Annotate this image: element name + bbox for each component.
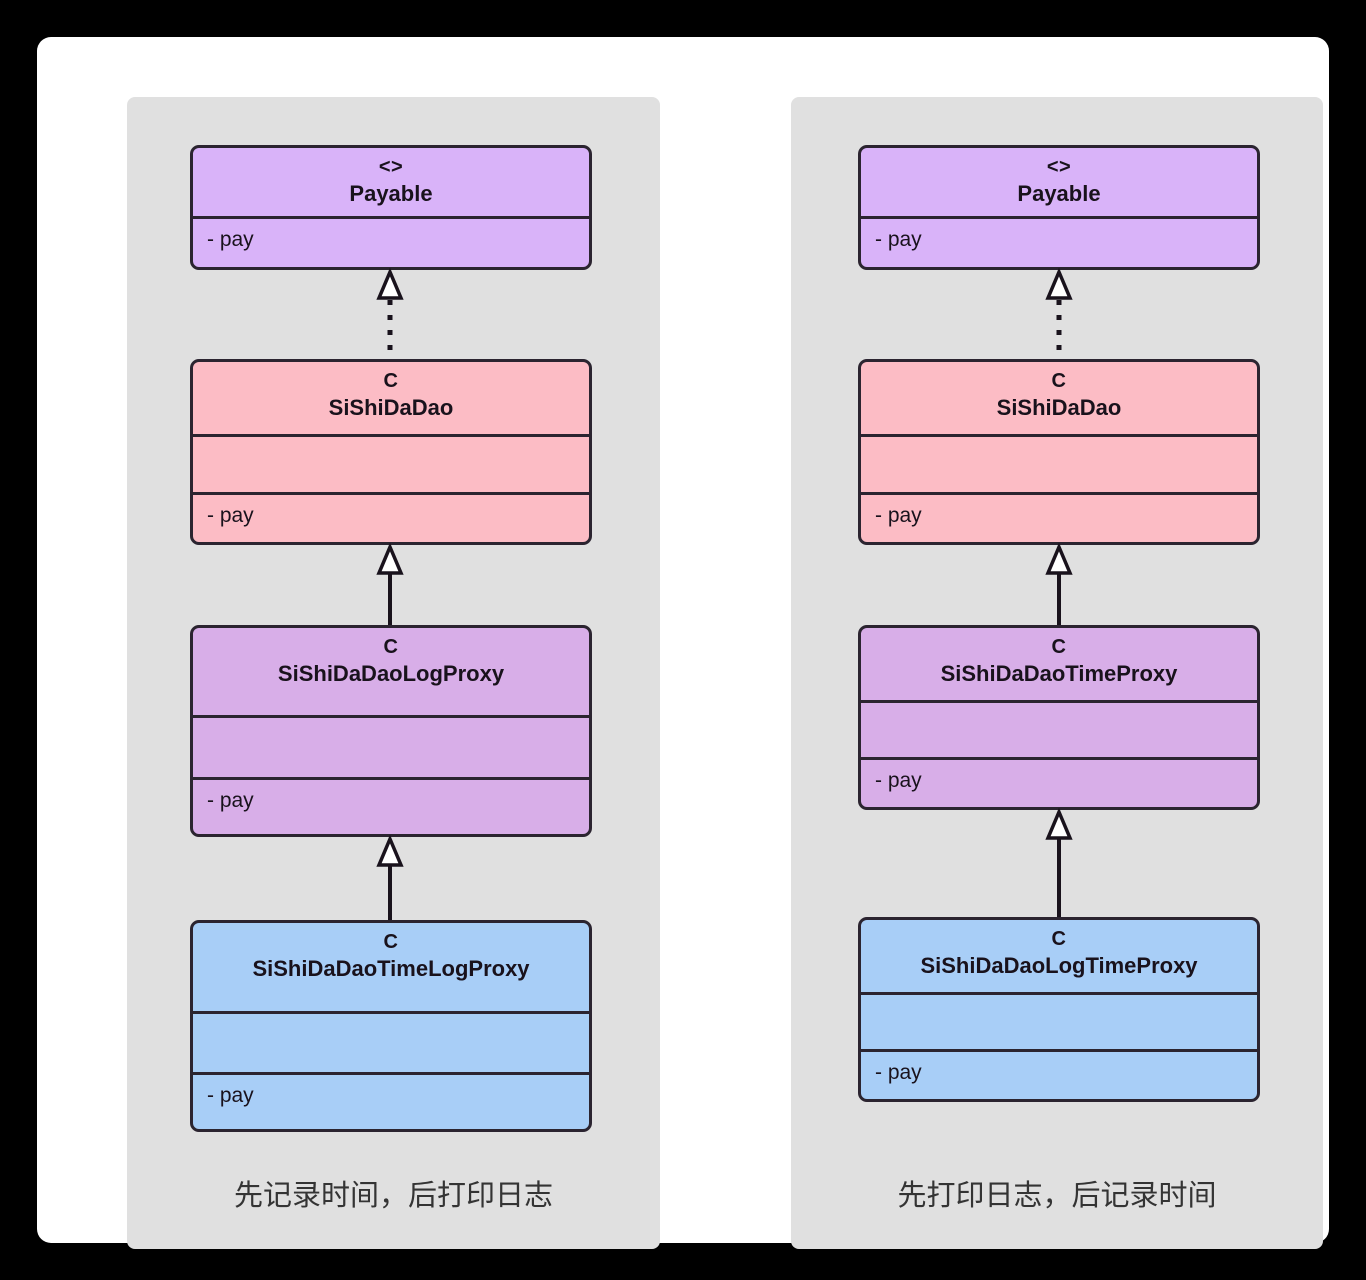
- member-line: - pay: [207, 228, 254, 251]
- class-header: C SiShiDaDaoLogTimeProxy: [861, 920, 1257, 992]
- member-line: - pay: [875, 228, 922, 251]
- edge-generalization-left-2: [374, 835, 406, 921]
- panel-caption-left: 先记录时间，后打印日志: [233, 1178, 553, 1212]
- edge-realization-left: [374, 268, 406, 364]
- stereotype-label: C: [383, 636, 399, 658]
- class-members: - pay: [861, 1049, 1257, 1099]
- diagram-card: <> Payable - pay C SiShiDaDao: [37, 37, 1329, 1249]
- stereotype-label: <>: [1046, 156, 1072, 178]
- class-name-label: SiShiDaDaoTimeLogProxy: [252, 956, 530, 981]
- class-attributes-empty: [861, 700, 1257, 757]
- class-members: - pay: [861, 216, 1257, 267]
- class-members: - pay: [193, 777, 589, 834]
- class-header: C SiShiDaDao: [193, 362, 589, 434]
- member-line: - pay: [207, 789, 254, 812]
- class-members: - pay: [193, 492, 589, 542]
- panel-caption-right: 先打印日志，后记录时间: [897, 1178, 1217, 1212]
- stereotype-label: C: [1051, 636, 1067, 658]
- class-attributes-empty: [193, 1011, 589, 1072]
- class-header: <> Payable: [193, 148, 589, 216]
- stereotype-label: <>: [378, 156, 404, 178]
- class-members: - pay: [861, 492, 1257, 542]
- class-attributes-empty: [193, 434, 589, 492]
- class-name-label: SiShiDaDao: [996, 395, 1122, 420]
- uml-class-sishidadao-left[interactable]: C SiShiDaDao - pay: [190, 359, 592, 545]
- panel-right: <> Payable - pay C SiShiDaDao: [791, 97, 1323, 1249]
- class-header: C SiShiDaDaoTimeProxy: [861, 628, 1257, 700]
- class-attributes-empty: [861, 434, 1257, 492]
- member-line: - pay: [875, 769, 922, 792]
- stereotype-label: C: [383, 370, 399, 392]
- stereotype-label: C: [383, 931, 399, 953]
- class-header: C SiShiDaDao: [861, 362, 1257, 434]
- class-header: <> Payable: [861, 148, 1257, 216]
- stereotype-label: C: [1051, 370, 1067, 392]
- edge-generalization-left-1: [374, 543, 406, 629]
- stereotype-label: C: [1051, 928, 1067, 950]
- class-members: - pay: [193, 216, 589, 267]
- member-line: - pay: [207, 1084, 254, 1107]
- class-name-label: Payable: [1017, 181, 1101, 206]
- class-name-label: SiShiDaDao: [328, 395, 454, 420]
- class-name-label: SiShiDaDaoTimeProxy: [940, 661, 1178, 686]
- class-name-label: SiShiDaDaoLogProxy: [277, 661, 505, 686]
- class-members: - pay: [193, 1072, 589, 1129]
- class-attributes-empty: [861, 992, 1257, 1049]
- uml-class-logproxy-left[interactable]: C SiShiDaDaoLogProxy - pay: [190, 625, 592, 837]
- edge-generalization-right-2: [1043, 808, 1075, 920]
- class-name-label: Payable: [349, 181, 433, 206]
- class-members: - pay: [861, 757, 1257, 807]
- uml-class-payable-left[interactable]: <> Payable - pay: [190, 145, 592, 270]
- uml-class-logtimeproxy-right[interactable]: C SiShiDaDaoLogTimeProxy - pay: [858, 917, 1260, 1102]
- uml-class-sishidadao-right[interactable]: C SiShiDaDao - pay: [858, 359, 1260, 545]
- member-line: - pay: [875, 504, 922, 527]
- uml-class-timeproxy-right[interactable]: C SiShiDaDaoTimeProxy - pay: [858, 625, 1260, 810]
- member-line: - pay: [207, 504, 254, 527]
- edge-generalization-right-1: [1043, 543, 1075, 629]
- class-header: C SiShiDaDaoTimeLogProxy: [193, 923, 589, 1011]
- member-line: - pay: [875, 1061, 922, 1084]
- uml-class-timelogproxy-left[interactable]: C SiShiDaDaoTimeLogProxy - pay: [190, 920, 592, 1132]
- panel-left: <> Payable - pay C SiShiDaDao: [127, 97, 660, 1249]
- edge-realization-right: [1043, 268, 1075, 364]
- class-name-label: SiShiDaDaoLogTimeProxy: [920, 953, 1198, 978]
- uml-class-payable-right[interactable]: <> Payable - pay: [858, 145, 1260, 270]
- class-attributes-empty: [193, 715, 589, 777]
- class-header: C SiShiDaDaoLogProxy: [193, 628, 589, 715]
